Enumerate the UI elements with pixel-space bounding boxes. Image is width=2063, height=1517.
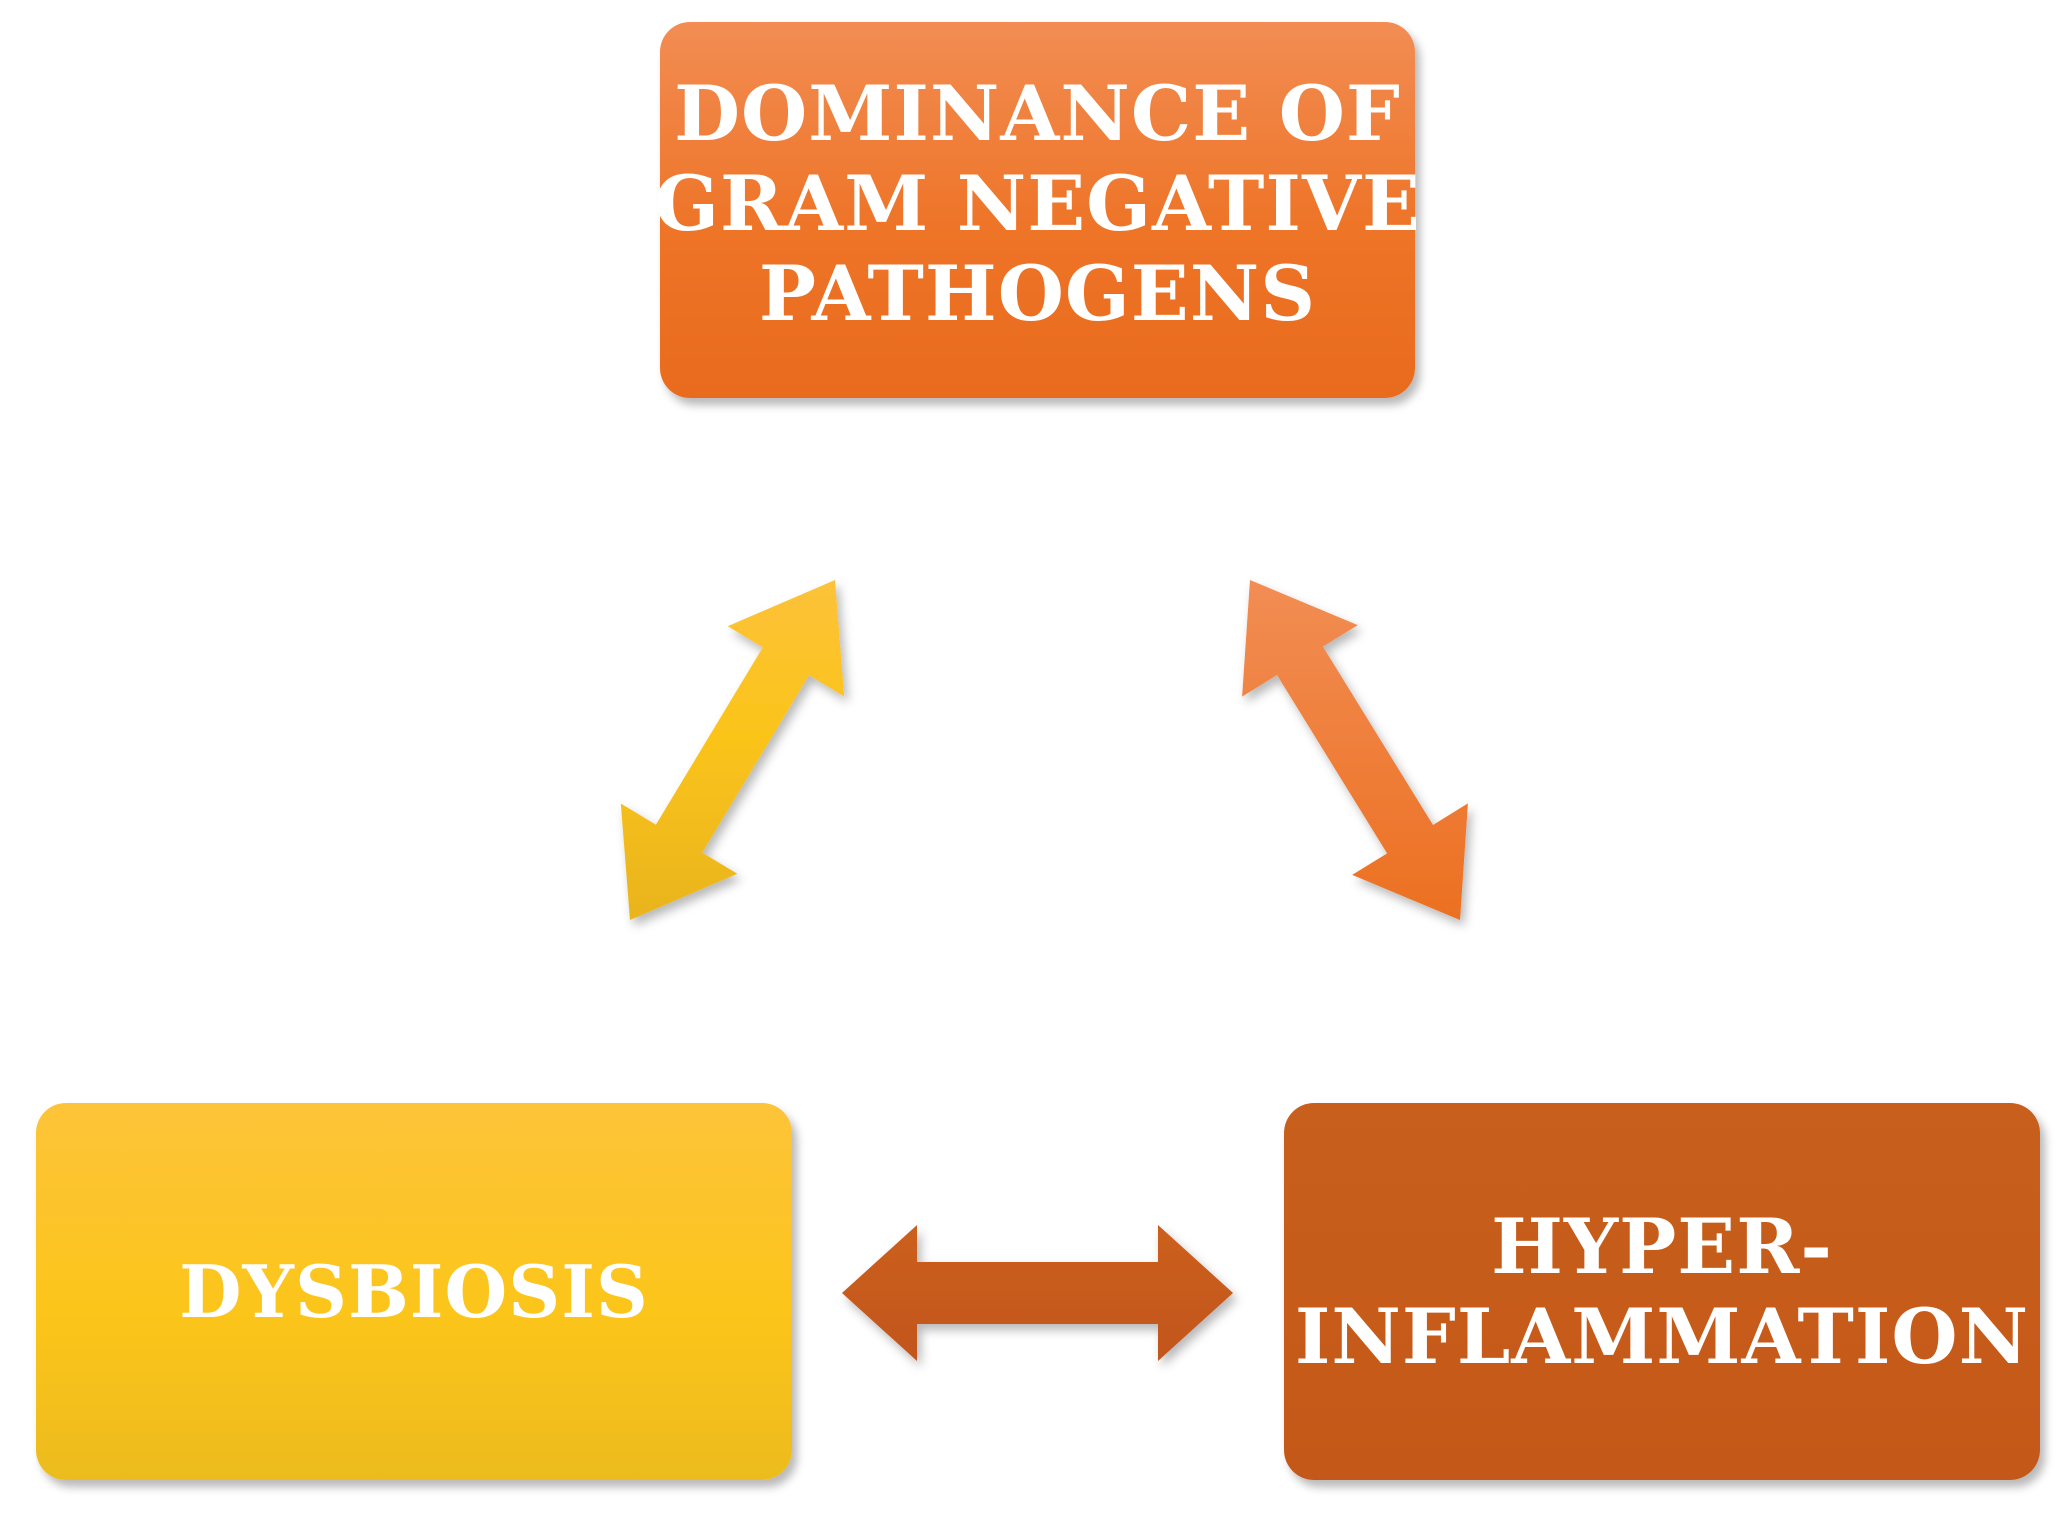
node-top-line-1: DOMINANCE OF <box>674 69 1401 158</box>
node-top-line-3: PATHOGENS <box>758 249 1317 338</box>
double-arrow-dysbiosis-dominance <box>620 580 845 920</box>
node-hyper-inflammation: HYPER- INFLAMMATION <box>1284 1103 2040 1480</box>
node-right-line-2: INFLAMMATION <box>1294 1291 2030 1381</box>
node-left-line-1: DYSBIOSIS <box>179 1248 649 1334</box>
node-dominance-gram-negative-pathogens: DOMINANCE OF GRAM NEGATIVE PATHOGENS <box>654 22 1420 398</box>
node-top-line-2: GRAM NEGATIVE <box>654 159 1421 248</box>
node-right-line-1: HYPER- <box>1491 1201 1833 1291</box>
double-arrow-dominance-hyperinflammation <box>1242 580 1468 920</box>
double-arrow-dysbiosis-hyperinflammation <box>842 1225 1233 1361</box>
node-dysbiosis: DYSBIOSIS <box>36 1103 792 1480</box>
